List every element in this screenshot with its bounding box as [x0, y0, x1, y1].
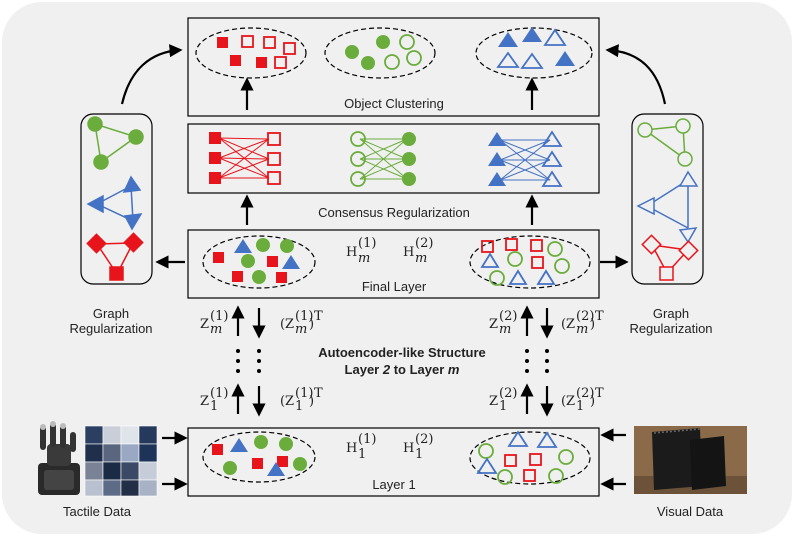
final-h-labels: H m (1) H m (2)	[346, 236, 433, 266]
z-bot-left-sup: (1)	[210, 386, 228, 401]
layer1-h-labels: H 1 (1) H 1 (2)	[346, 432, 433, 462]
zt-bot-left-sup: (1)	[295, 386, 313, 401]
final-ellipse-left	[202, 235, 316, 289]
zt-top-left-lp: (	[280, 317, 285, 332]
tactile-hand-image	[38, 421, 80, 495]
z-bot-left-base: Z	[200, 394, 209, 409]
final-h1-base: H	[346, 245, 357, 260]
layer1-ellipse-left	[202, 431, 316, 483]
final-h2-sub: m	[415, 251, 427, 266]
consensus-green-bipartite	[350, 131, 416, 187]
visual-object-image	[634, 426, 747, 494]
layer1-h2-sup: (2)	[415, 432, 433, 447]
layer1-h1-sub: 1	[358, 447, 366, 462]
final-left-filled-shapes	[213, 238, 300, 284]
zt-bot-left-base: Z	[285, 394, 294, 409]
z-labels-bottom-left: Z 1 (1) ( Z 1 (1) ) T	[200, 386, 323, 414]
zt-top-right-base: Z	[566, 317, 575, 332]
z-top-left-sup: (1)	[210, 309, 228, 324]
final-right-hollow-shapes	[480, 238, 570, 286]
flow-arrows	[120, 44, 667, 491]
left-graph-red	[86, 232, 144, 281]
ellipsis-dots	[236, 349, 549, 373]
z-top-right-sup: (2)	[499, 309, 517, 324]
autoencoder-subtitle: Layer 2 to Layer m	[345, 362, 460, 377]
zt-bot-left-sub: 1	[295, 399, 303, 414]
cluster-ellipse-green	[324, 27, 436, 79]
cluster-green-circles	[345, 34, 422, 70]
zt-bot-right-rp: )	[590, 394, 595, 409]
right-graph-blue	[636, 170, 699, 244]
autoencoder-title: Autoencoder-like Structure	[318, 345, 486, 360]
zt-bot-right-base: Z	[566, 394, 575, 409]
zt-bot-right-T: T	[595, 386, 604, 401]
right-graph-green	[637, 118, 693, 167]
cluster-red-squares	[217, 35, 296, 69]
consensus-blue-bipartite	[488, 130, 563, 187]
zt-top-left-base: Z	[285, 317, 294, 332]
zt-top-right-lp: (	[561, 317, 566, 332]
z-top-left-base: Z	[200, 317, 209, 332]
zt-top-left-sub: m	[295, 322, 307, 337]
z-bot-right-sup: (2)	[499, 386, 517, 401]
zt-bot-right-sub: 1	[576, 399, 584, 414]
layer1-ellipse-right	[469, 431, 591, 485]
left-graph-green	[87, 116, 144, 170]
zt-top-left-sup: (1)	[295, 309, 313, 324]
graph-panel-right	[631, 113, 704, 285]
left-graph-blue	[86, 175, 143, 231]
zt-top-left-T: T	[314, 309, 323, 324]
consensus-label: Consensus Regularization	[318, 205, 470, 220]
object-clustering-label: Object Clustering	[344, 96, 444, 111]
layer1-h1-sup: (1)	[358, 432, 376, 447]
zt-bot-left-T: T	[314, 386, 323, 401]
layer1-label: Layer 1	[372, 477, 415, 492]
z-labels-bottom-right: Z 1 (2) ( Z 1 (2) ) T	[489, 386, 604, 414]
z-top-left-sub: m	[210, 322, 222, 337]
right-graph-red	[641, 234, 699, 281]
graph-reg-right-line1: Graph	[653, 306, 689, 321]
final-h1-sup: (1)	[358, 236, 376, 251]
final-layer-label: Final Layer	[362, 279, 427, 294]
layer1-h1-base: H	[346, 441, 357, 456]
z-labels-top-right: Z m (2) ( Z m (2) ) T	[489, 309, 604, 337]
graph-reg-left-line1: Graph	[93, 306, 129, 321]
graph-reg-left-line2: Regularization	[69, 321, 152, 336]
layer1-h2-sub: 1	[415, 447, 423, 462]
final-h2-sup: (2)	[415, 236, 433, 251]
zt-bot-left-lp: (	[280, 394, 285, 409]
zt-top-right-sup: (2)	[576, 309, 594, 324]
zt-bot-left-rp: )	[309, 394, 314, 409]
graph-reg-right-line2: Regularization	[629, 321, 712, 336]
z-top-right-sub: m	[499, 322, 511, 337]
final-h2-base: H	[403, 245, 414, 260]
visual-data-label: Visual Data	[657, 504, 724, 519]
z-labels-top-left: Z m (1) ( Z m (1) ) T	[200, 309, 323, 337]
z-bot-right-sub: 1	[499, 399, 507, 414]
final-ellipse-right	[469, 235, 591, 289]
zt-bot-right-sup: (2)	[576, 386, 594, 401]
z-bot-left-sub: 1	[210, 399, 218, 414]
final-h1-sub: m	[358, 251, 370, 266]
zt-top-right-rp: )	[590, 317, 595, 332]
z-bot-right-base: Z	[489, 394, 498, 409]
layer1-right-hollow-shapes	[476, 430, 574, 485]
zt-top-right-sub: m	[576, 322, 588, 337]
tactile-heatmap	[84, 425, 158, 497]
layer1-left-filled-shapes	[212, 435, 307, 476]
zt-top-right-T: T	[595, 309, 604, 324]
tactile-data-label: Tactile Data	[63, 504, 132, 519]
zt-top-left-rp: )	[309, 317, 314, 332]
zt-bot-right-lp: (	[561, 394, 566, 409]
consensus-red-bipartite	[209, 132, 281, 185]
z-top-right-base: Z	[489, 317, 498, 332]
cluster-blue-triangles	[496, 27, 575, 69]
layer1-h2-base: H	[403, 441, 414, 456]
